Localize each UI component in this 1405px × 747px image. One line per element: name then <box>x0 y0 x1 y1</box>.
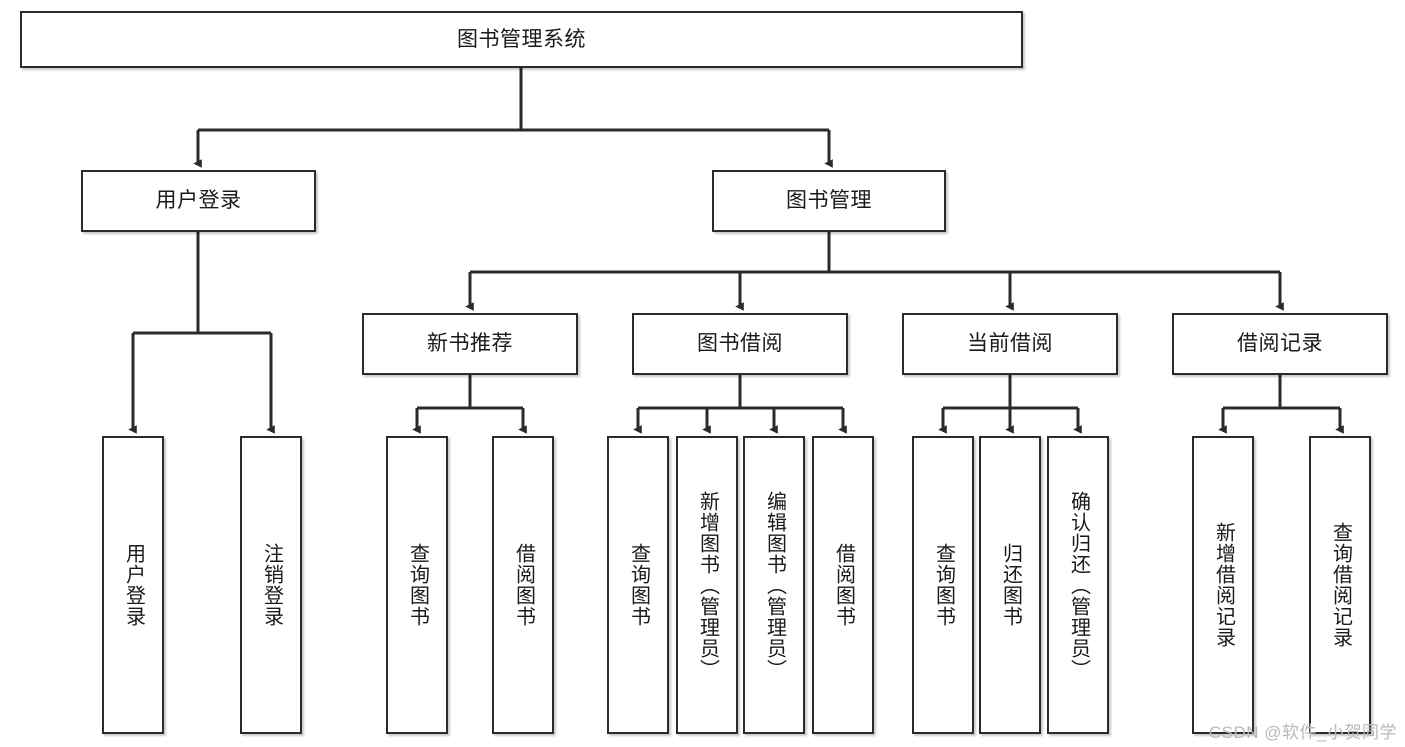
node-label: 借阅图书 <box>512 543 535 627</box>
node-leaf-borrow-book-2[interactable]: 借阅图书 <box>812 436 874 734</box>
node-label: 图书管理系统 <box>457 27 586 51</box>
node-leaf-add-book[interactable]: 新增图书（管理员） <box>676 436 738 734</box>
node-label: 借阅记录 <box>1237 332 1323 356</box>
node-leaf-user-login[interactable]: 用户登录 <box>102 436 164 734</box>
node-leaf-query-record[interactable]: 查询借阅记录 <box>1309 436 1371 734</box>
node-label: 新增借阅记录 <box>1212 522 1235 648</box>
node-label: 查询图书 <box>627 543 650 627</box>
node-label: 编辑图书（管理员） <box>763 490 786 680</box>
node-current-borrow[interactable]: 当前借阅 <box>902 313 1118 375</box>
node-book-management[interactable]: 图书管理 <box>712 170 946 232</box>
node-leaf-query-book-2[interactable]: 查询图书 <box>607 436 669 734</box>
node-leaf-add-record[interactable]: 新增借阅记录 <box>1192 436 1254 734</box>
node-borrow-record[interactable]: 借阅记录 <box>1172 313 1388 375</box>
node-label: 当前借阅 <box>967 332 1053 356</box>
node-label: 归还图书 <box>999 543 1022 627</box>
node-label: 新增图书（管理员） <box>696 490 719 680</box>
node-label: 用户登录 <box>155 189 242 213</box>
node-label: 注销登录 <box>260 543 283 627</box>
node-leaf-query-book-3[interactable]: 查询图书 <box>912 436 974 734</box>
node-new-book-recommend[interactable]: 新书推荐 <box>362 313 578 375</box>
node-leaf-return-book[interactable]: 归还图书 <box>979 436 1041 734</box>
node-leaf-edit-book[interactable]: 编辑图书（管理员） <box>743 436 805 734</box>
node-user-login[interactable]: 用户登录 <box>81 170 316 232</box>
node-label: 借阅图书 <box>832 543 855 627</box>
node-label: 查询图书 <box>406 543 429 627</box>
node-label: 查询图书 <box>932 543 955 627</box>
node-label: 图书借阅 <box>697 332 783 356</box>
node-book-borrow[interactable]: 图书借阅 <box>632 313 848 375</box>
node-leaf-query-book-1[interactable]: 查询图书 <box>386 436 448 734</box>
node-leaf-user-logout[interactable]: 注销登录 <box>240 436 302 734</box>
node-label: 确认归还（管理员） <box>1067 490 1090 680</box>
node-label: 新书推荐 <box>427 332 513 356</box>
node-label: 查询借阅记录 <box>1329 522 1352 648</box>
node-leaf-borrow-book-1[interactable]: 借阅图书 <box>492 436 554 734</box>
node-label: 图书管理 <box>786 189 872 213</box>
node-leaf-confirm-return[interactable]: 确认归还（管理员） <box>1047 436 1109 734</box>
node-label: 用户登录 <box>122 543 145 627</box>
node-root-system[interactable]: 图书管理系统 <box>20 11 1023 68</box>
